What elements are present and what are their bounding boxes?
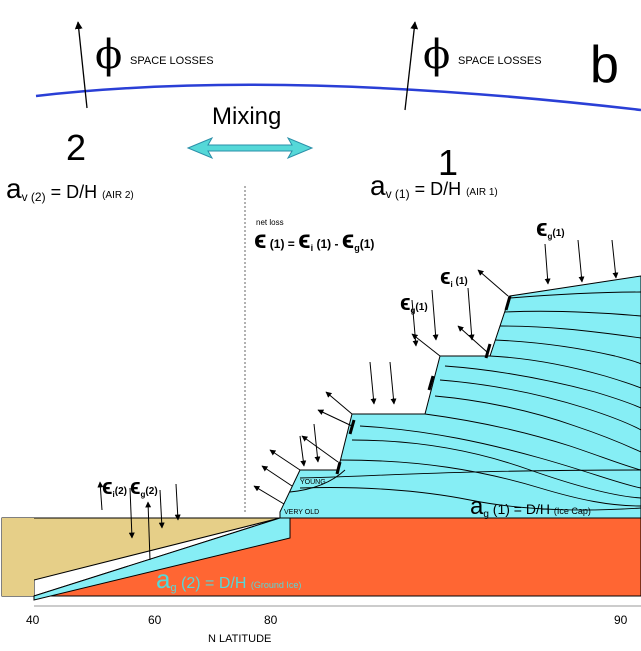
net-loss-caption: net loss (256, 218, 284, 227)
mixing-label: Mixing (212, 103, 281, 130)
net-loss-equation: ϵ (1) = ϵi (1) - ϵg(1) (254, 224, 374, 254)
young-label: YOUNG (300, 479, 326, 486)
ground-ice-ratio: ag (2) = D/H (Ground Ice) (156, 564, 301, 594)
tick-label-40: 40 (26, 613, 40, 627)
terrace-edges (335, 295, 512, 475)
space-loss-arrow-right (404, 21, 419, 111)
reservoir-number-1: 1 (438, 142, 458, 183)
space-loss-phi-right: ϕ (423, 32, 450, 78)
very-old-label: VERY OLD (284, 509, 319, 516)
ground-ice-wedge (33, 517, 291, 601)
space-loss-label-right: SPACE LOSSES (458, 55, 542, 67)
ice-layers (289, 291, 641, 511)
flux-label-ei1: ϵi (1) (440, 264, 468, 289)
flux-label-eg1-mid: ϵg(1) (400, 290, 428, 315)
space-loss-arrow-left (74, 21, 88, 109)
air-ratio-1: av (1) = D/H (AIR 1) (370, 170, 498, 201)
ice-cap-ratio: ag (1) = D/H (Ice Cap) (470, 493, 591, 520)
tick-label-90: 90 (614, 613, 628, 627)
panel-letter: b (590, 36, 619, 94)
atmosphere-boundary (35, 83, 641, 112)
reservoir-number-2: 2 (66, 127, 86, 168)
flux-label-eg1-top: ϵg(1) (536, 215, 565, 242)
flux-arrows (97, 239, 619, 561)
tick-label-80: 80 (264, 613, 278, 627)
sediment-layer-lower (2, 518, 34, 596)
mixing-arrow (186, 136, 314, 160)
flux-label-left: ϵi(2)ϵg(2) (102, 474, 158, 499)
axis-label: N LATITUDE (208, 633, 271, 645)
tick-label-60: 60 (148, 613, 162, 627)
space-loss-phi-left: ϕ (95, 32, 122, 78)
space-loss-label-left: SPACE LOSSES (130, 55, 214, 67)
air-ratio-2: av (2) = D/H (AIR 2) (6, 173, 134, 204)
